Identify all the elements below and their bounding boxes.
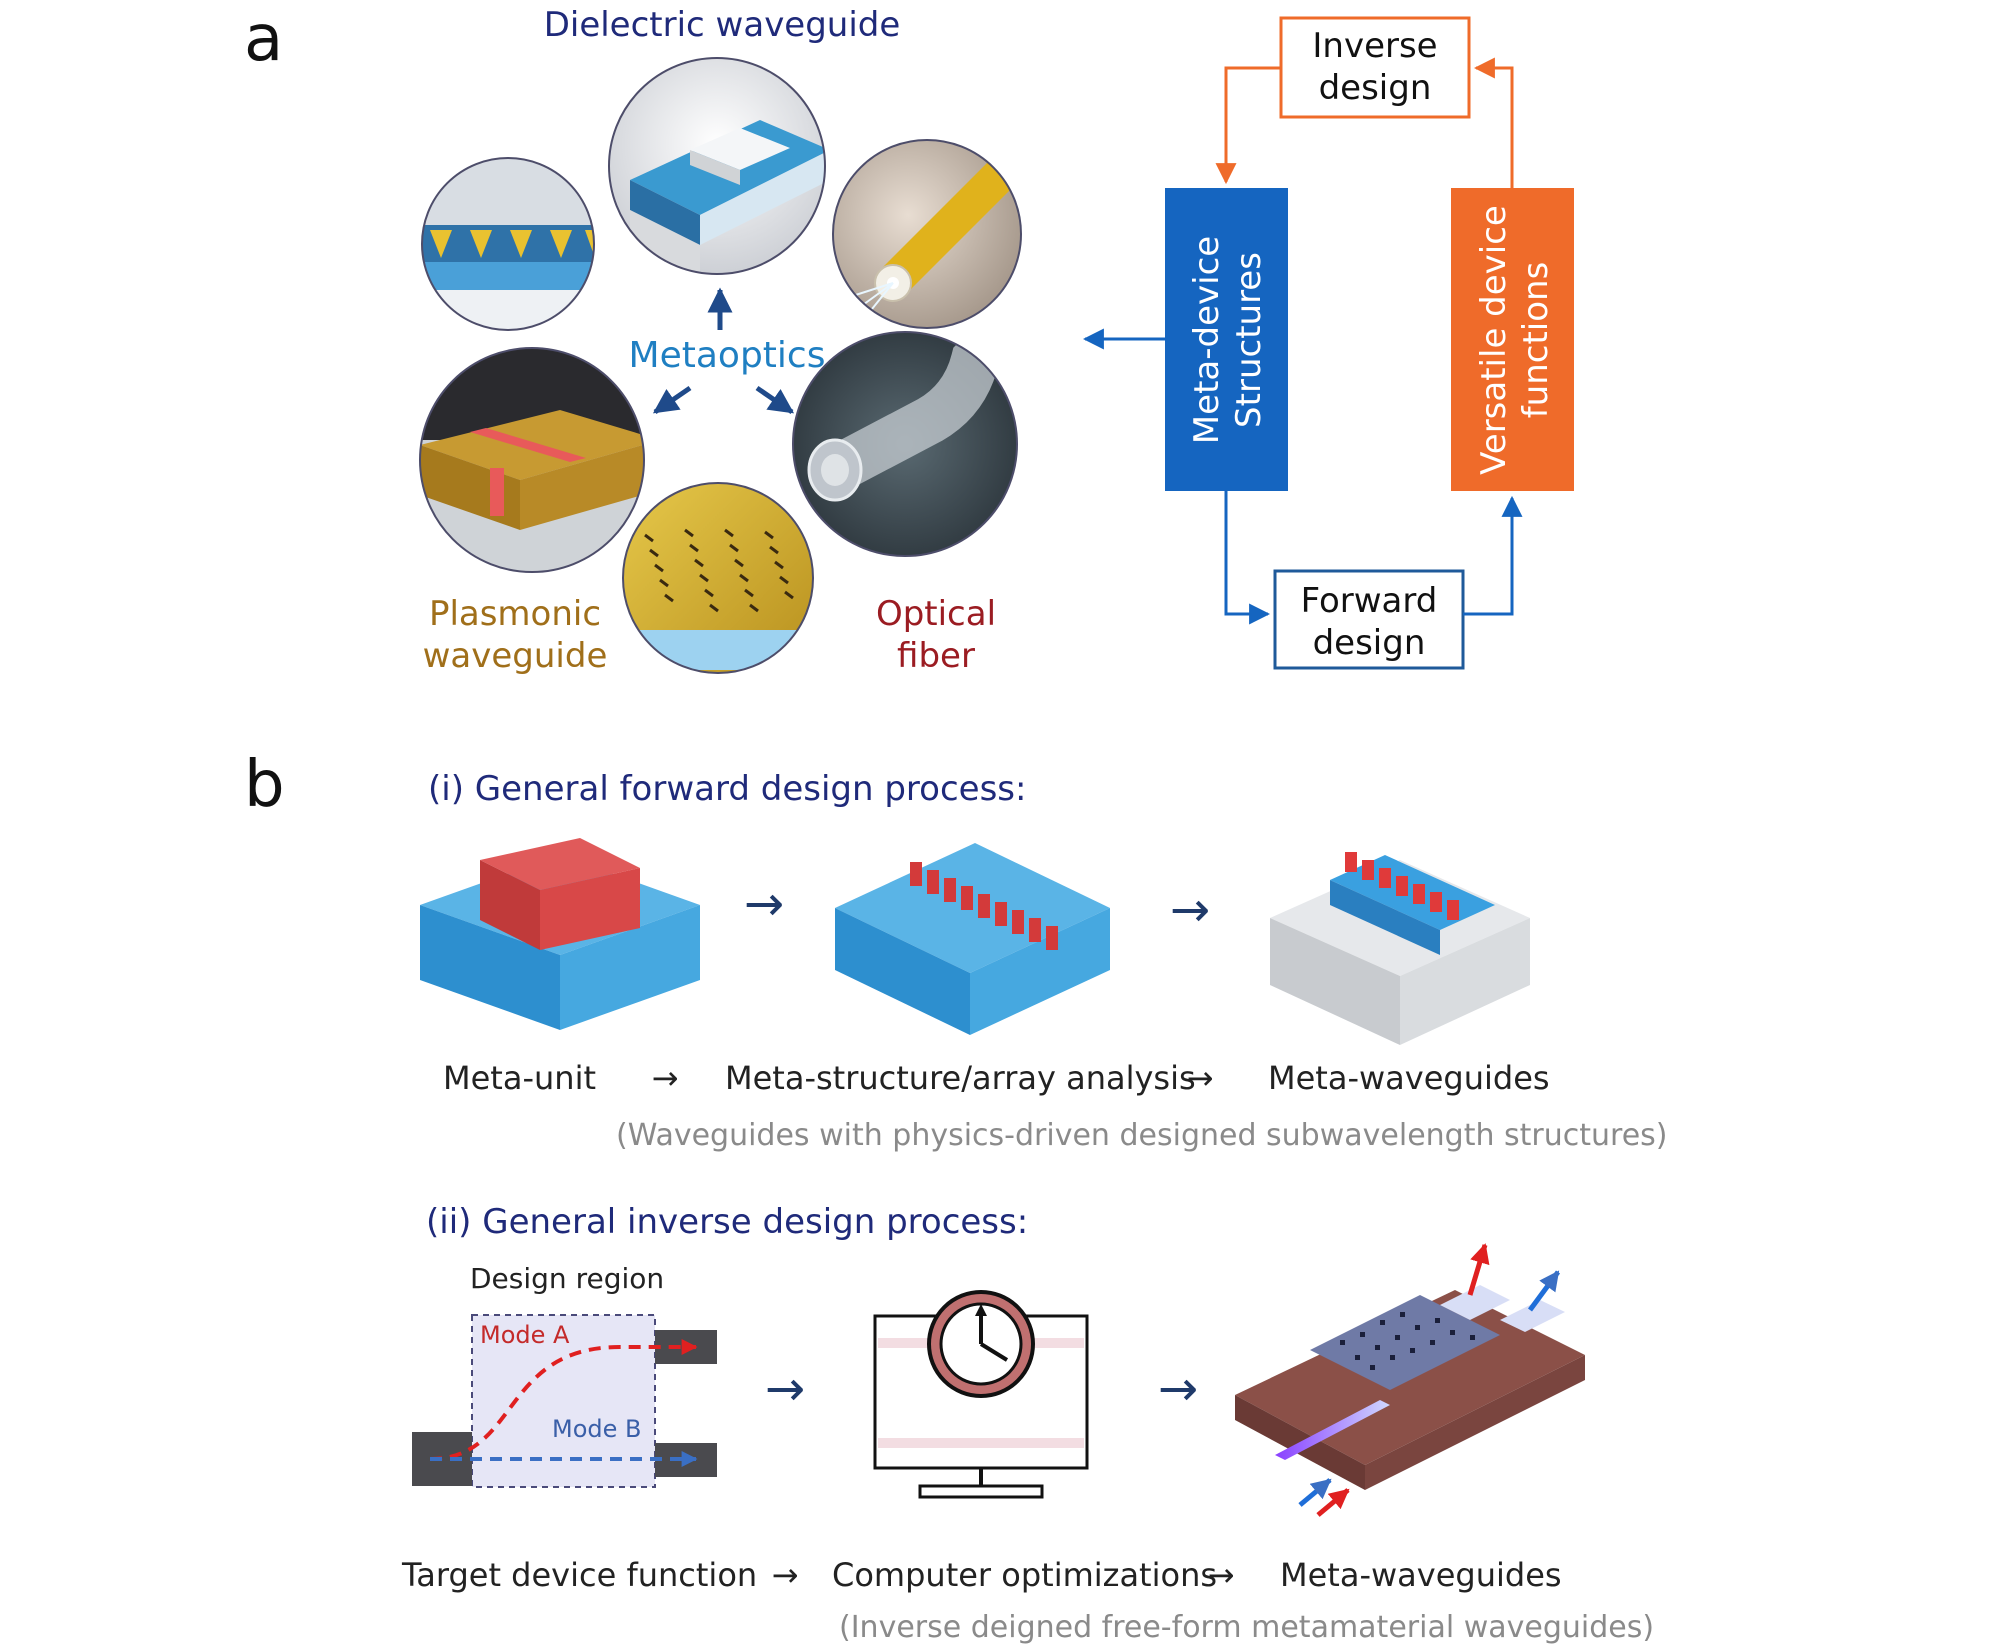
dielectric-waveguide-label: Dielectric waveguide <box>544 5 901 45</box>
inverse-arrow-1: → <box>765 1361 805 1417</box>
arrow-functions-to-inverse <box>1473 57 1514 188</box>
optical-fiber-label-line2: fiber <box>897 636 975 676</box>
fiber-tip-illustration <box>832 139 1022 329</box>
inverse-step-computer: Computer optimizations <box>832 1556 1217 1594</box>
meta-device-structures-box: Meta-device Structures <box>1165 188 1288 491</box>
metaoptics-arrow-left <box>652 385 692 415</box>
arrow-structures-to-forward <box>1224 491 1271 625</box>
meta-structure-illustration <box>835 843 1110 1035</box>
forward-note: (Waveguides with physics-driven designed… <box>616 1118 1668 1153</box>
gold-metasurface-illustration <box>622 482 814 674</box>
metaoptics-label: Metaoptics <box>629 335 826 376</box>
forward-step-meta-waveguides: Meta-waveguides <box>1268 1059 1550 1097</box>
meta-unit-illustration <box>420 838 700 1030</box>
forward-design-line1: Forward <box>1301 581 1438 621</box>
mode-a-label: Mode A <box>480 1321 570 1349</box>
structures-line2: Structures <box>1229 252 1269 428</box>
inverse-design-line1: Inverse <box>1312 26 1437 66</box>
structures-line1: Meta-device <box>1187 236 1227 444</box>
forward-design-box: Forward design <box>1273 569 1465 670</box>
inverse-arrow-2: → <box>1158 1361 1198 1417</box>
meta-waveguide-illustration <box>1270 852 1530 1045</box>
arrow-forward-to-functions <box>1463 495 1523 616</box>
output-waveguide-bottom <box>655 1443 717 1477</box>
forward-design-line2: design <box>1313 623 1426 663</box>
mode-a-path <box>429 1339 698 1461</box>
inverse-step-meta-waveguides: Meta-waveguides <box>1280 1556 1562 1594</box>
versatile-functions-box: Versatile device functions <box>1451 188 1574 491</box>
output-waveguide-top <box>655 1330 717 1364</box>
v-antenna-waveguide-illustration <box>421 157 595 331</box>
computer-illustration <box>873 1290 1089 1499</box>
metaoptics-arrow-right <box>755 385 795 415</box>
plasmonic-label-line2: waveguide <box>423 636 608 676</box>
inverse-note: (Inverse deigned free-form metamaterial … <box>839 1610 1654 1645</box>
freeform-waveguide-illustration <box>1235 1243 1585 1517</box>
mode-b-label: Mode B <box>552 1415 641 1443</box>
bent-fiber-illustration <box>792 331 1018 557</box>
design-region-label: Design region <box>470 1262 664 1295</box>
functions-line2: functions <box>1516 262 1556 419</box>
forward-caption-arrow-2: → <box>1187 1059 1214 1097</box>
plasmonic-label-line1: Plasmonic <box>429 594 601 634</box>
inverse-caption-arrow-1: → <box>772 1556 799 1594</box>
dielectric-waveguide-illustration <box>608 57 826 275</box>
panel-a-label: a <box>244 2 283 76</box>
optical-fiber-label-line1: Optical <box>876 594 996 634</box>
arrow-inverse-to-structures <box>1215 66 1281 185</box>
forward-arrow-2: → <box>1170 882 1210 938</box>
forward-caption-arrow-1: → <box>652 1059 679 1097</box>
forward-arrow-1: → <box>744 876 784 932</box>
panel-b-label: b <box>244 748 285 822</box>
inverse-design-line2: design <box>1319 68 1432 108</box>
clock-icon <box>927 1290 1035 1398</box>
forward-process-title: (i) General forward design process: <box>428 769 1026 809</box>
inverse-design-box: Inverse design <box>1279 16 1471 119</box>
inverse-process-title: (ii) General inverse design process: <box>426 1202 1028 1242</box>
design-region-diagram: Mode A Mode B <box>412 1314 717 1488</box>
forward-step-array-analysis: Meta-structure/array analysis <box>725 1059 1196 1097</box>
inverse-caption-arrow-2: → <box>1208 1556 1235 1594</box>
inverse-step-target-function: Target device function <box>401 1556 757 1594</box>
functions-line1: Versatile device <box>1474 205 1514 475</box>
forward-step-meta-unit: Meta-unit <box>443 1059 596 1097</box>
plasmonic-waveguide-illustration <box>419 347 645 573</box>
